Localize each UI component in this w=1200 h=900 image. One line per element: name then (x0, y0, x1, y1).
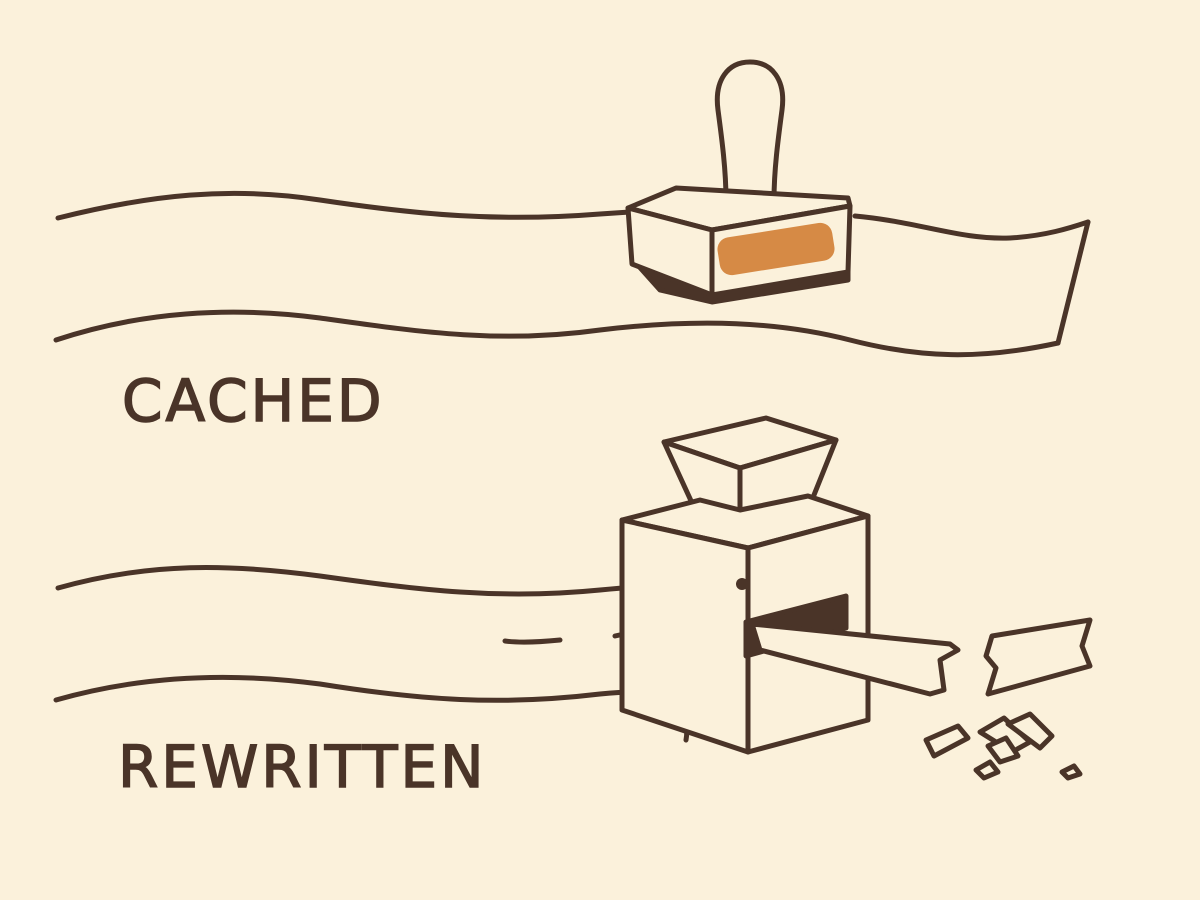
cached-ribbon-end (1055, 219, 1091, 346)
cached-ribbon (53, 190, 1091, 358)
rewritten-label: REWRITTEN (117, 733, 487, 801)
shredder-button (736, 578, 748, 590)
cached-ribbon-bottom-edge (53, 309, 1061, 358)
shredded-pieces (923, 617, 1093, 781)
shredded-piece-5 (973, 759, 1001, 781)
shredded-output-strip (749, 621, 961, 697)
shredded-piece-3 (1005, 711, 1055, 751)
shredder-body-left (619, 517, 751, 755)
shredded-piece-6 (1059, 763, 1083, 781)
stamp-left-face (625, 205, 715, 298)
cached-ribbon-top-edge (55, 190, 633, 221)
rewritten-ribbon-bottom-edge (53, 674, 690, 743)
shredded-piece-4 (985, 735, 1021, 765)
cached-ribbon-top-edge-right (852, 213, 1091, 241)
shredded-piece-1 (923, 723, 971, 759)
stamp-ink-pad (717, 222, 835, 276)
rewritten-ribbon-top-edge (55, 565, 694, 663)
rewritten-ribbon-fold-line (502, 637, 563, 645)
rewritten-ribbon (53, 565, 694, 743)
cached-label: CACHED (121, 367, 385, 435)
shredder-machine-icon (619, 415, 871, 755)
shredded-piece-large (983, 617, 1093, 697)
rubber-stamp-icon (625, 59, 853, 305)
